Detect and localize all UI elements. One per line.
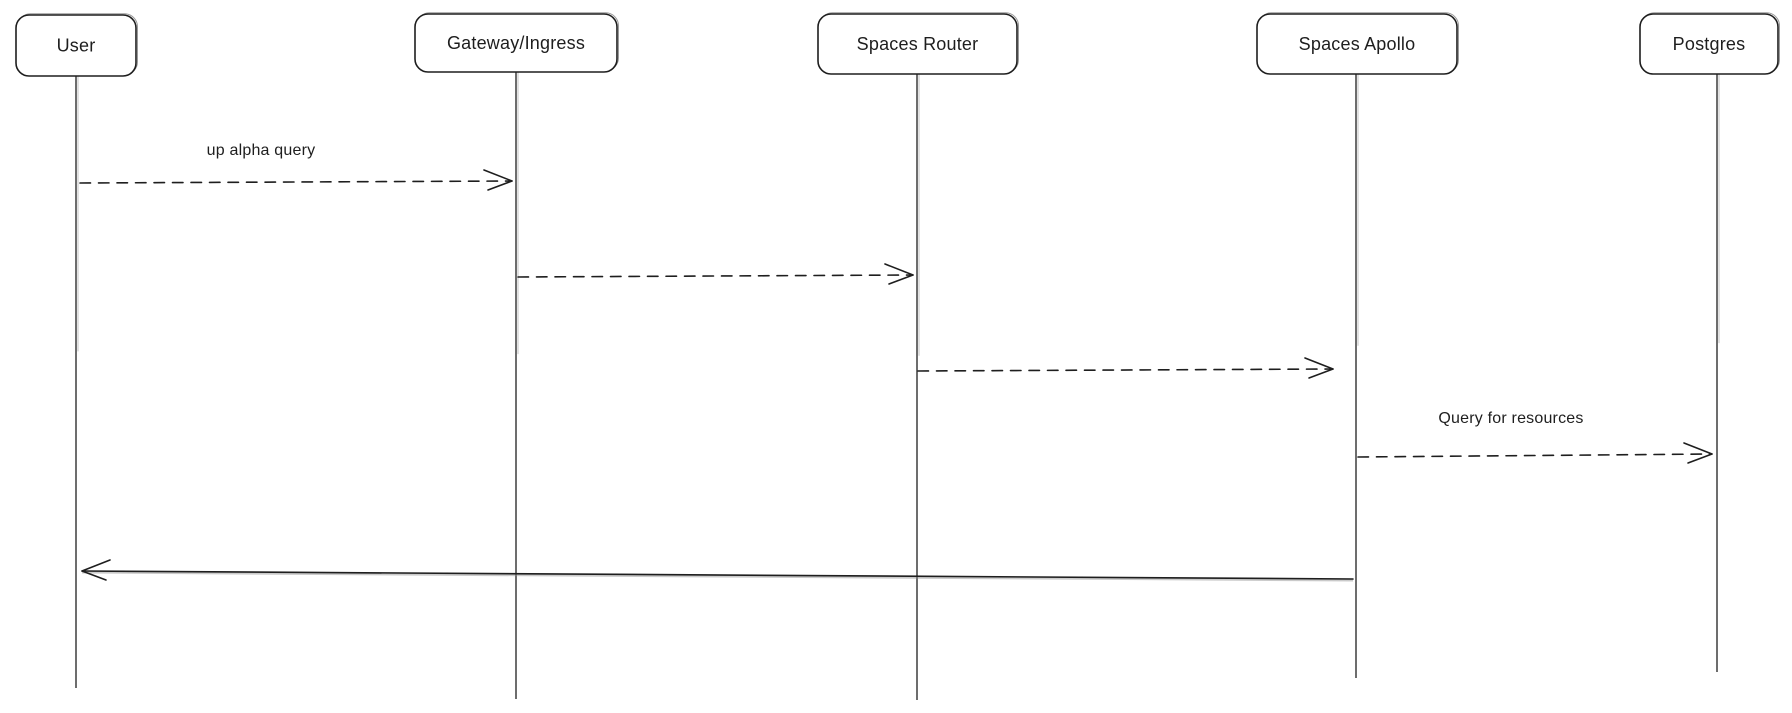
actor-postgres: Postgres <box>1639 12 1780 672</box>
message-line <box>517 274 914 278</box>
message-user-to-gateway-ingress: up alpha query <box>79 142 513 191</box>
actor-label-gateway-ingress: Gateway/Ingress <box>447 33 585 53</box>
actor-spaces-apollo: Spaces Apollo <box>1256 12 1459 678</box>
actor-gateway-ingress: Gateway/Ingress <box>414 12 619 699</box>
arrowhead-icon <box>1304 357 1334 379</box>
actor-label-user: User <box>57 36 96 56</box>
message-line <box>81 570 1354 580</box>
message-line <box>79 180 513 184</box>
message-label: up alpha query <box>207 142 316 159</box>
actor-box <box>414 13 618 73</box>
message-spaces-apollo-to-postgres: Query for resources <box>1357 410 1713 464</box>
actor-box <box>1639 13 1779 75</box>
message-line <box>1357 453 1713 458</box>
actor-label-postgres: Postgres <box>1673 34 1746 54</box>
actor-box <box>1256 13 1458 75</box>
message-line-echo <box>81 570 1354 582</box>
actor-label-spaces-apollo: Spaces Apollo <box>1299 34 1416 54</box>
arrowhead-icon <box>81 559 111 581</box>
actor-label-spaces-router: Spaces Router <box>857 34 979 54</box>
message-spaces-apollo-to-user <box>81 559 1354 582</box>
actor-box <box>15 14 137 77</box>
arrowhead-icon <box>884 263 914 285</box>
message-gateway-ingress-to-spaces-router <box>517 263 914 285</box>
message-spaces-router-to-spaces-apollo <box>917 357 1334 379</box>
message-label: Query for resources <box>1438 410 1583 427</box>
arrowhead-icon <box>1683 442 1713 464</box>
arrowhead-icon <box>483 169 513 191</box>
actor-user: User <box>15 13 138 688</box>
actor-box <box>817 13 1018 75</box>
actor-spaces-router: Spaces Router <box>817 12 1019 700</box>
message-line <box>917 368 1334 372</box>
